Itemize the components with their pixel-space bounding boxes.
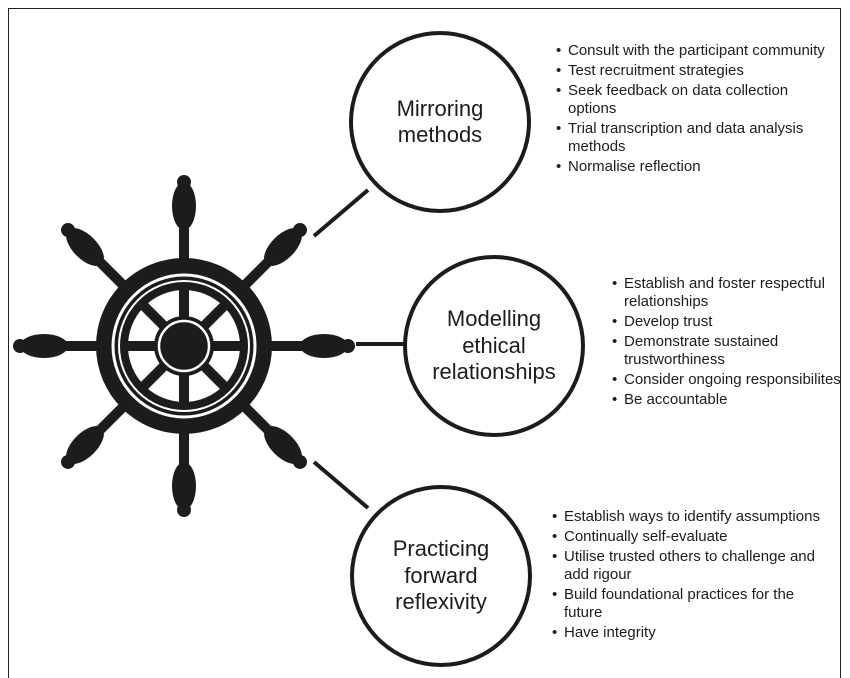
- connector-practicing: [312, 460, 370, 510]
- list-item: Establish and foster respectful relation…: [612, 275, 842, 311]
- list-item: Trial transcription and data analysis me…: [556, 120, 826, 156]
- bullet-list-modelling: Establish and foster respectful relation…: [612, 275, 842, 411]
- list-item: Continually self-evaluate: [552, 528, 832, 546]
- node-circle-mirroring: [349, 31, 531, 213]
- list-item: Test recruitment strategies: [556, 62, 826, 80]
- node-title-practicing: Practicing forward reflexivity: [392, 536, 490, 615]
- wheel-handle: [13, 334, 106, 358]
- node-circle-practicing: [350, 485, 532, 667]
- ship-wheel-icon: [13, 175, 355, 517]
- bullet-list-practicing: Establish ways to identify assumptions C…: [552, 508, 832, 644]
- list-item: Utilise trusted others to challenge and …: [552, 548, 832, 584]
- node-circle-modelling: [403, 255, 585, 437]
- list-item: Have integrity: [552, 624, 832, 642]
- node-title-mirroring: Mirroring methods: [396, 95, 484, 147]
- list-item: Establish ways to identify assumptions: [552, 508, 832, 526]
- list-item: Be accountable: [612, 391, 842, 409]
- list-item: Demonstrate sustained trustworthiness: [612, 333, 842, 369]
- node-title-modelling: Modelling ethical relationships: [432, 306, 556, 385]
- list-item: Normalise reflection: [556, 158, 826, 176]
- wheel-handle: [172, 175, 196, 268]
- wheel-handle: [262, 334, 355, 358]
- connector-mirroring: [312, 188, 370, 238]
- wheel-hub: [154, 316, 214, 376]
- list-item: Consult with the participant community: [556, 42, 826, 60]
- list-item: Develop trust: [612, 313, 842, 331]
- list-item: Build foundational practices for the fut…: [552, 586, 832, 622]
- list-item: Consider ongoing responsibilites: [612, 371, 842, 389]
- list-item: Seek feedback on data collection options: [556, 82, 826, 118]
- wheel-handle: [172, 424, 196, 517]
- bullet-list-mirroring: Consult with the participant community T…: [556, 42, 826, 178]
